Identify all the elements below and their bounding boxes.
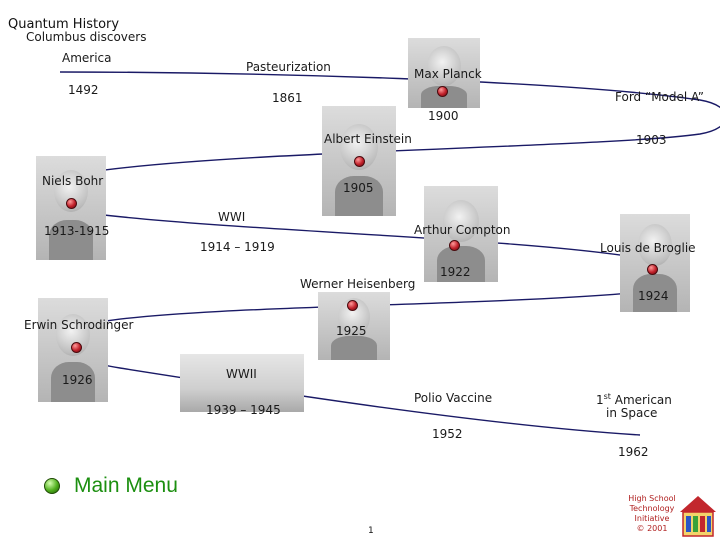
einstein-label: Albert Einstein (324, 132, 412, 146)
ford-label: Ford “Model A” (615, 90, 704, 104)
compton-bullet (449, 240, 460, 251)
wwi-year: 1914 – 1919 (200, 240, 275, 254)
green-bullet-icon (44, 478, 60, 494)
polio-label: Polio Vaccine (414, 391, 493, 405)
space-year: 1962 (618, 445, 649, 459)
main-menu-button[interactable]: Main Menu (44, 472, 178, 500)
heisenberg-bullet (347, 300, 358, 311)
logo-line2: Technology (629, 504, 675, 513)
space-label-rest: American (610, 393, 672, 407)
main-menu-label: Main Menu (74, 474, 178, 497)
compton-label: Arthur Compton (414, 223, 511, 237)
logo-text: High School Technology Initiative © 2001 (624, 494, 680, 534)
debroglie-year: 1924 (638, 289, 669, 303)
space-label-ordinal: 1 (596, 393, 604, 407)
debroglie-label: Louis de Broglie (600, 241, 696, 255)
columbus-label-line2: America (62, 51, 112, 65)
bohr-label: Niels Bohr (42, 174, 104, 188)
wwii-label: WWII (226, 367, 257, 381)
logo-line3: Initiative (634, 514, 670, 523)
space-label-line2: in Space (606, 406, 658, 420)
compton-year: 1922 (440, 265, 471, 279)
schrodinger-bullet (71, 342, 82, 353)
heisenberg-year: 1925 (336, 324, 367, 338)
space-label-line1: 1st American (596, 390, 672, 407)
hsti-logo: High School Technology Initiative © 2001 (624, 494, 718, 538)
erwin-schrodinger-photo (38, 298, 108, 402)
pasteurization-year: 1861 (272, 91, 303, 105)
einstein-bullet (354, 156, 365, 167)
bohr-bullet (66, 198, 77, 209)
niels-bohr-photo (36, 156, 106, 260)
logo-line1: High School (628, 494, 676, 503)
planck-bullet (437, 86, 448, 97)
space-label-suffix: st (603, 392, 611, 401)
page-title: Quantum History (8, 16, 120, 32)
heisenberg-label: Werner Heisenberg (300, 277, 416, 291)
polio-year: 1952 (432, 427, 463, 441)
schrodinger-year: 1926 (62, 373, 93, 387)
wwii-photo (180, 354, 304, 412)
page-number: 1 (368, 526, 374, 536)
columbus-year: 1492 (68, 83, 99, 97)
logo-line4: © 2001 (636, 524, 668, 533)
debroglie-bullet (647, 264, 658, 275)
house-icon (680, 496, 716, 537)
einstein-year: 1905 (343, 181, 374, 195)
ford-year: 1903 (636, 133, 667, 147)
albert-einstein-photo (322, 106, 396, 216)
schrodinger-label: Erwin Schrodinger (24, 318, 134, 332)
planck-label: Max Planck (414, 67, 482, 81)
columbus-label-line1: Columbus discovers (26, 30, 147, 44)
arthur-compton-photo (424, 186, 498, 282)
louis-de-broglie-photo (620, 214, 690, 312)
max-planck-photo (408, 38, 480, 108)
bohr-year: 1913-1915 (44, 224, 110, 238)
wwi-label: WWI (218, 210, 246, 224)
pasteurization-label: Pasteurization (246, 60, 331, 74)
planck-year: 1900 (428, 109, 459, 123)
wwii-year: 1939 – 1945 (206, 403, 281, 417)
